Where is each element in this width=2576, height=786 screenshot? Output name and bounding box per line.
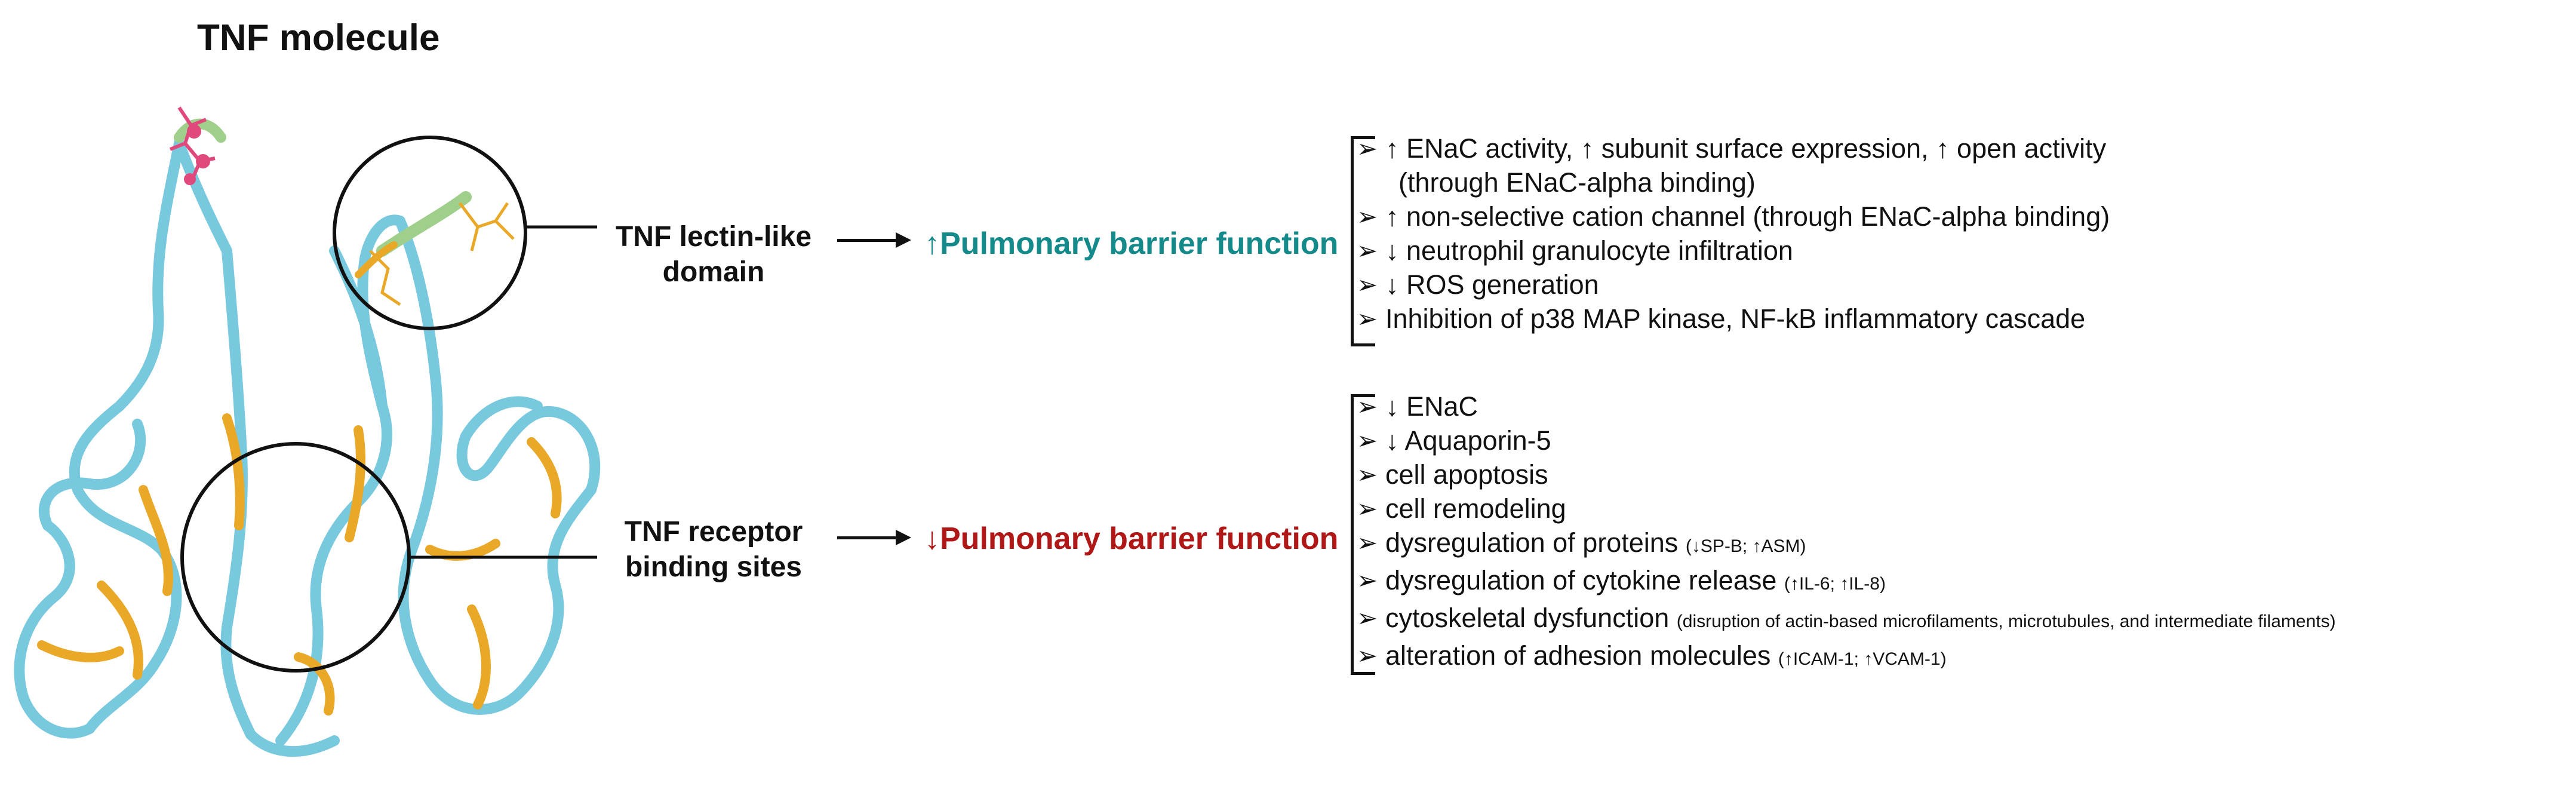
effect-text: ↓ ROS generation	[1385, 269, 1599, 300]
effect-note: (↑ICAM-1; ↑VCAM-1)	[1778, 649, 1947, 669]
bullet-arrow-icon: ➢	[1357, 237, 1378, 265]
effect-text: ↑ non-selective cation channel (through …	[1385, 201, 2110, 232]
up-arrow-icon: ↑	[924, 226, 940, 261]
effect-text: dysregulation of cytokine release	[1385, 565, 1777, 595]
bullet-arrow-icon: ➢	[1357, 305, 1378, 333]
effect-text: Inhibition of p38 MAP kinase, NF-kB infl…	[1385, 303, 2086, 334]
effect-text: ↓ neutrophil granulocyte infiltration	[1385, 235, 1793, 266]
bullet-arrow-icon: ➢	[1357, 529, 1378, 557]
effect-item: ➢↑ ENaC activity, ↑ subunit surface expr…	[1354, 131, 2110, 165]
bullet-arrow-icon: ➢	[1357, 271, 1378, 299]
receptor-sites-label: TNF receptor binding sites	[591, 515, 836, 585]
lectin-outcome: ↑Pulmonary barrier function	[924, 226, 1338, 262]
bullet-arrow-icon: ➢	[1357, 641, 1378, 670]
receptor-label-line1: TNF receptor	[624, 516, 803, 548]
effect-item: ➢dysregulation of proteins (↓SP-B; ↑ASM)	[1354, 526, 2336, 563]
effect-item: ➢↓ ROS generation	[1354, 268, 2110, 302]
effect-item: ➢↓ ENaC	[1354, 389, 2336, 423]
effect-note: (↓SP-B; ↑ASM)	[1685, 536, 1806, 556]
effect-text: cell apoptosis	[1385, 459, 1548, 490]
receptor-effects-bracket	[1351, 394, 1375, 675]
receptor-label-line2: binding sites	[625, 551, 802, 583]
receptor-outcome: ↓Pulmonary barrier function	[924, 521, 1338, 557]
bullet-arrow-icon: ➢	[1357, 202, 1378, 231]
effect-text: cell remodeling	[1385, 493, 1566, 524]
effect-item: (through ENaC-alpha binding)	[1354, 165, 2110, 199]
effect-note: (disruption of actin-based microfilament…	[1676, 612, 2336, 631]
bullet-arrow-icon: ➢	[1357, 604, 1378, 632]
tnf-molecule-ribbon-illustration	[14, 106, 601, 757]
lectin-domain-label: TNF lectin-like domain	[591, 220, 836, 290]
bullet-arrow-icon: ➢	[1357, 134, 1378, 162]
bullet-arrow-icon: ➢	[1357, 426, 1378, 455]
effect-text: cytoskeletal dysfunction	[1385, 603, 1670, 633]
lectin-effects-list: ➢↑ ENaC activity, ↑ subunit surface expr…	[1354, 131, 2110, 336]
lectin-arrow	[837, 232, 911, 248]
bullet-arrow-icon: ➢	[1357, 566, 1378, 594]
effect-item: ➢dysregulation of cytokine release (↑IL-…	[1354, 563, 2336, 601]
effect-item: ➢↓ Aquaporin-5	[1354, 423, 2336, 458]
receptor-effects-list: ➢↓ ENaC➢↓ Aquaporin-5➢cell apoptosis➢cel…	[1354, 389, 2336, 676]
lectin-outcome-text: Pulmonary barrier function	[940, 226, 1339, 261]
down-arrow-icon: ↓	[924, 521, 940, 556]
effect-item: ➢cell remodeling	[1354, 492, 2336, 526]
lectin-label-line1: TNF lectin-like	[615, 221, 812, 253]
lectin-label-line2: domain	[662, 256, 765, 288]
lectin-effects-bracket	[1351, 136, 1375, 346]
effect-text: ↓ Aquaporin-5	[1385, 425, 1551, 456]
effect-item: ➢Inhibition of p38 MAP kinase, NF-kB inf…	[1354, 302, 2110, 336]
effect-text: ↑ ENaC activity, ↑ subunit surface expre…	[1385, 133, 2107, 164]
effect-note: (↑IL-6; ↑IL-8)	[1784, 574, 1886, 594]
diagram-title: TNF molecule	[197, 17, 440, 59]
effect-item: ➢↑ non-selective cation channel (through…	[1354, 199, 2110, 234]
bullet-arrow-icon: ➢	[1357, 392, 1378, 420]
bullet-arrow-icon: ➢	[1357, 460, 1378, 489]
effect-text: ↓ ENaC	[1385, 391, 1478, 422]
effect-text: dysregulation of proteins	[1385, 527, 1679, 558]
receptor-outcome-text: Pulmonary barrier function	[940, 521, 1339, 556]
effect-text: alteration of adhesion molecules	[1385, 640, 1771, 671]
effect-item: ➢cytoskeletal dysfunction (disruption of…	[1354, 601, 2336, 638]
effect-item: ➢alteration of adhesion molecules (↑ICAM…	[1354, 638, 2336, 676]
bullet-arrow-icon: ➢	[1357, 495, 1378, 523]
effect-text: (through ENaC-alpha binding)	[1398, 167, 1756, 198]
effect-item: ➢cell apoptosis	[1354, 458, 2336, 492]
receptor-arrow	[837, 530, 911, 545]
effect-item: ➢↓ neutrophil granulocyte infiltration	[1354, 234, 2110, 268]
